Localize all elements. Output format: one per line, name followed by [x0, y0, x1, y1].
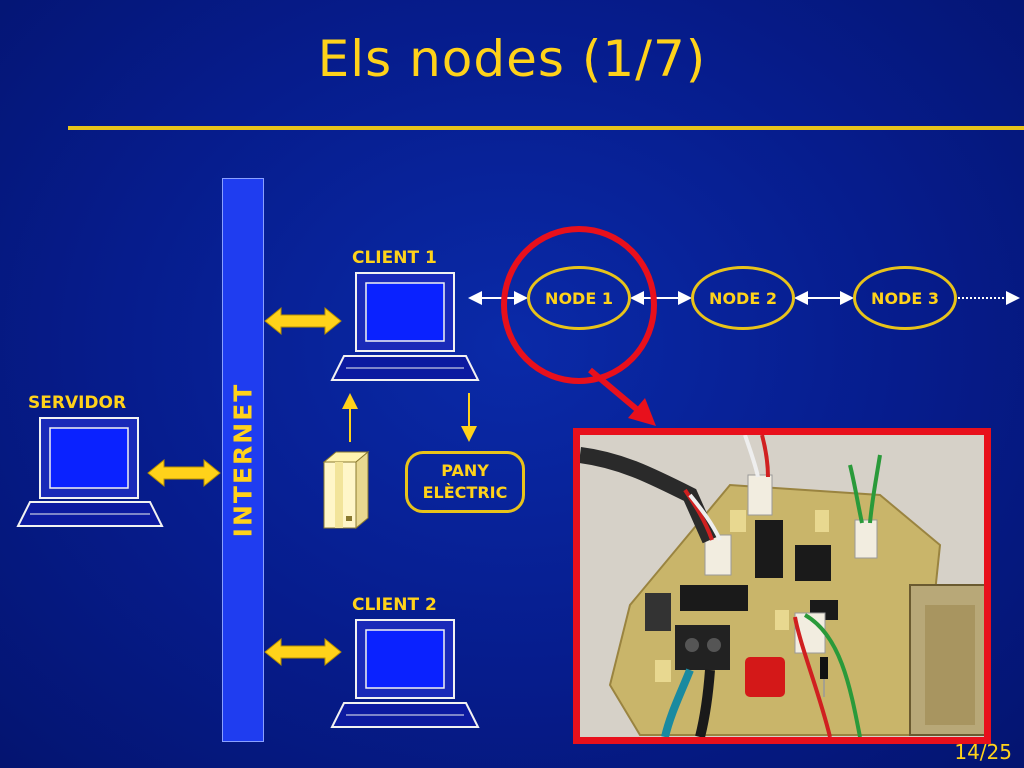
node-2: NODE 2	[691, 266, 795, 330]
electric-lock-box: PANY ELÈCTRIC	[405, 451, 525, 513]
client2-internet-arrow	[264, 637, 342, 667]
client1-internet-arrow	[264, 306, 342, 336]
highlight-pointer-head	[628, 398, 656, 426]
highlight-pointer-line	[588, 367, 642, 415]
slide-title: Els nodes (1/7)	[317, 30, 707, 88]
client1-computer-icon	[330, 272, 480, 381]
internet-bar: INTERNET	[222, 178, 264, 742]
client2-label: CLIENT 2	[352, 595, 437, 615]
lock-label-line2: ELÈCTRIC	[422, 483, 508, 502]
card-reader-icon	[322, 450, 370, 530]
highlight-circle	[501, 226, 657, 384]
node-board-photo	[573, 428, 991, 744]
server-label: SERVIDOR	[28, 393, 127, 413]
node-3: NODE 3	[853, 266, 957, 330]
client2-computer-icon	[330, 619, 480, 728]
title-underline	[68, 126, 1024, 130]
circuit-board-image	[580, 435, 984, 737]
node-1: NODE 1	[527, 266, 631, 330]
lock-label-line1: PANY	[441, 461, 489, 480]
server-computer-icon	[16, 417, 164, 527]
page-number: 14/25	[954, 740, 1012, 764]
server-internet-arrow	[147, 458, 221, 488]
client1-label: CLIENT 1	[352, 248, 437, 268]
